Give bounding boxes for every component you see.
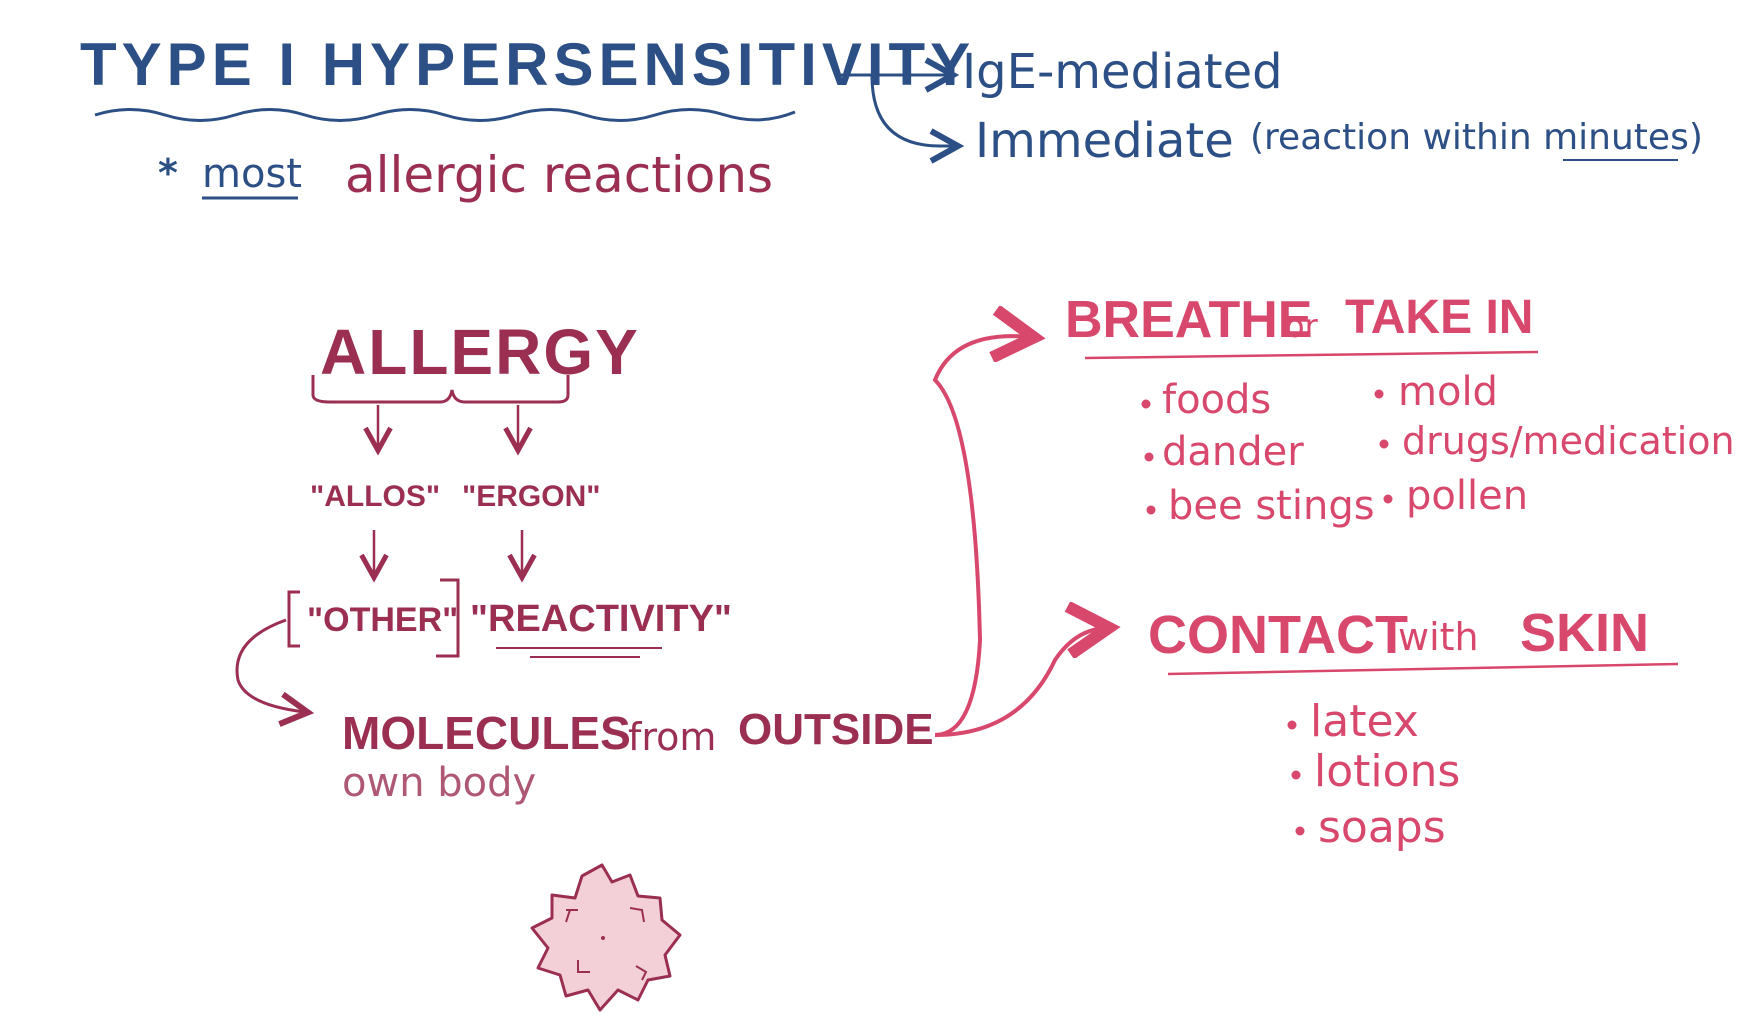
item-bee-stings: bee stings [1168,483,1375,529]
from-label: from [628,715,717,759]
item-mold: mold [1398,369,1498,415]
arrow-to-contact [934,628,1105,737]
allos-label: "ALLOS" [310,480,441,513]
contact-heading-skin: SKIN [1520,603,1650,663]
item-soaps: soaps [1318,802,1446,853]
breathe-bullets [1141,389,1393,515]
note-star: * [158,151,178,195]
item-foods: foods [1162,377,1272,423]
allergen-particle-icon [530,863,682,1012]
outside-label: OUTSIDE [738,705,934,754]
allergy-bracket [311,375,570,404]
item-lotions: lotions [1314,746,1461,797]
ige-mediated-label: IgE-mediated [962,44,1283,100]
item-dander: dander [1162,429,1304,475]
breathe-heading-breathe: BREATHE [1065,291,1313,349]
contact-bullets [1287,720,1305,836]
ergon-label: "ERGON" [462,480,601,513]
other-bracket-right [436,578,460,658]
item-drugs-medication: drugs/medication [1402,419,1735,463]
breathe-heading-take-in: TAKE IN [1345,291,1534,344]
allergy-heading: ALLERGY [320,316,640,388]
immediate-label: Immediate [975,113,1234,169]
reactivity-label: "REACTIVITY" [470,598,732,640]
other-label: "OTHER" [307,601,459,639]
arrow-to-immediate [870,75,955,146]
arrow-to-breathe [932,336,1030,737]
own-body-label: own body [342,760,537,806]
note-most: most [202,151,302,197]
contact-heading-contact: CONTACT [1148,605,1408,665]
item-latex: latex [1310,696,1419,747]
contact-underline [1167,662,1679,676]
breathe-underline [1084,350,1539,360]
molecules-label: MOLECULES [342,707,631,759]
reaction-time-note: (reaction within minutes) [1250,117,1703,158]
item-pollen: pollen [1406,473,1529,519]
contact-heading-with: with [1398,615,1479,659]
arrow-other-to-molecules [235,618,305,712]
page-title: TYPE I HYPERSENSITIVITY [80,31,976,98]
title-underline [94,108,796,122]
other-bracket-left [287,590,300,648]
note-allergic-reactions: allergic reactions [345,146,774,204]
breathe-heading-or: or [1285,307,1318,345]
